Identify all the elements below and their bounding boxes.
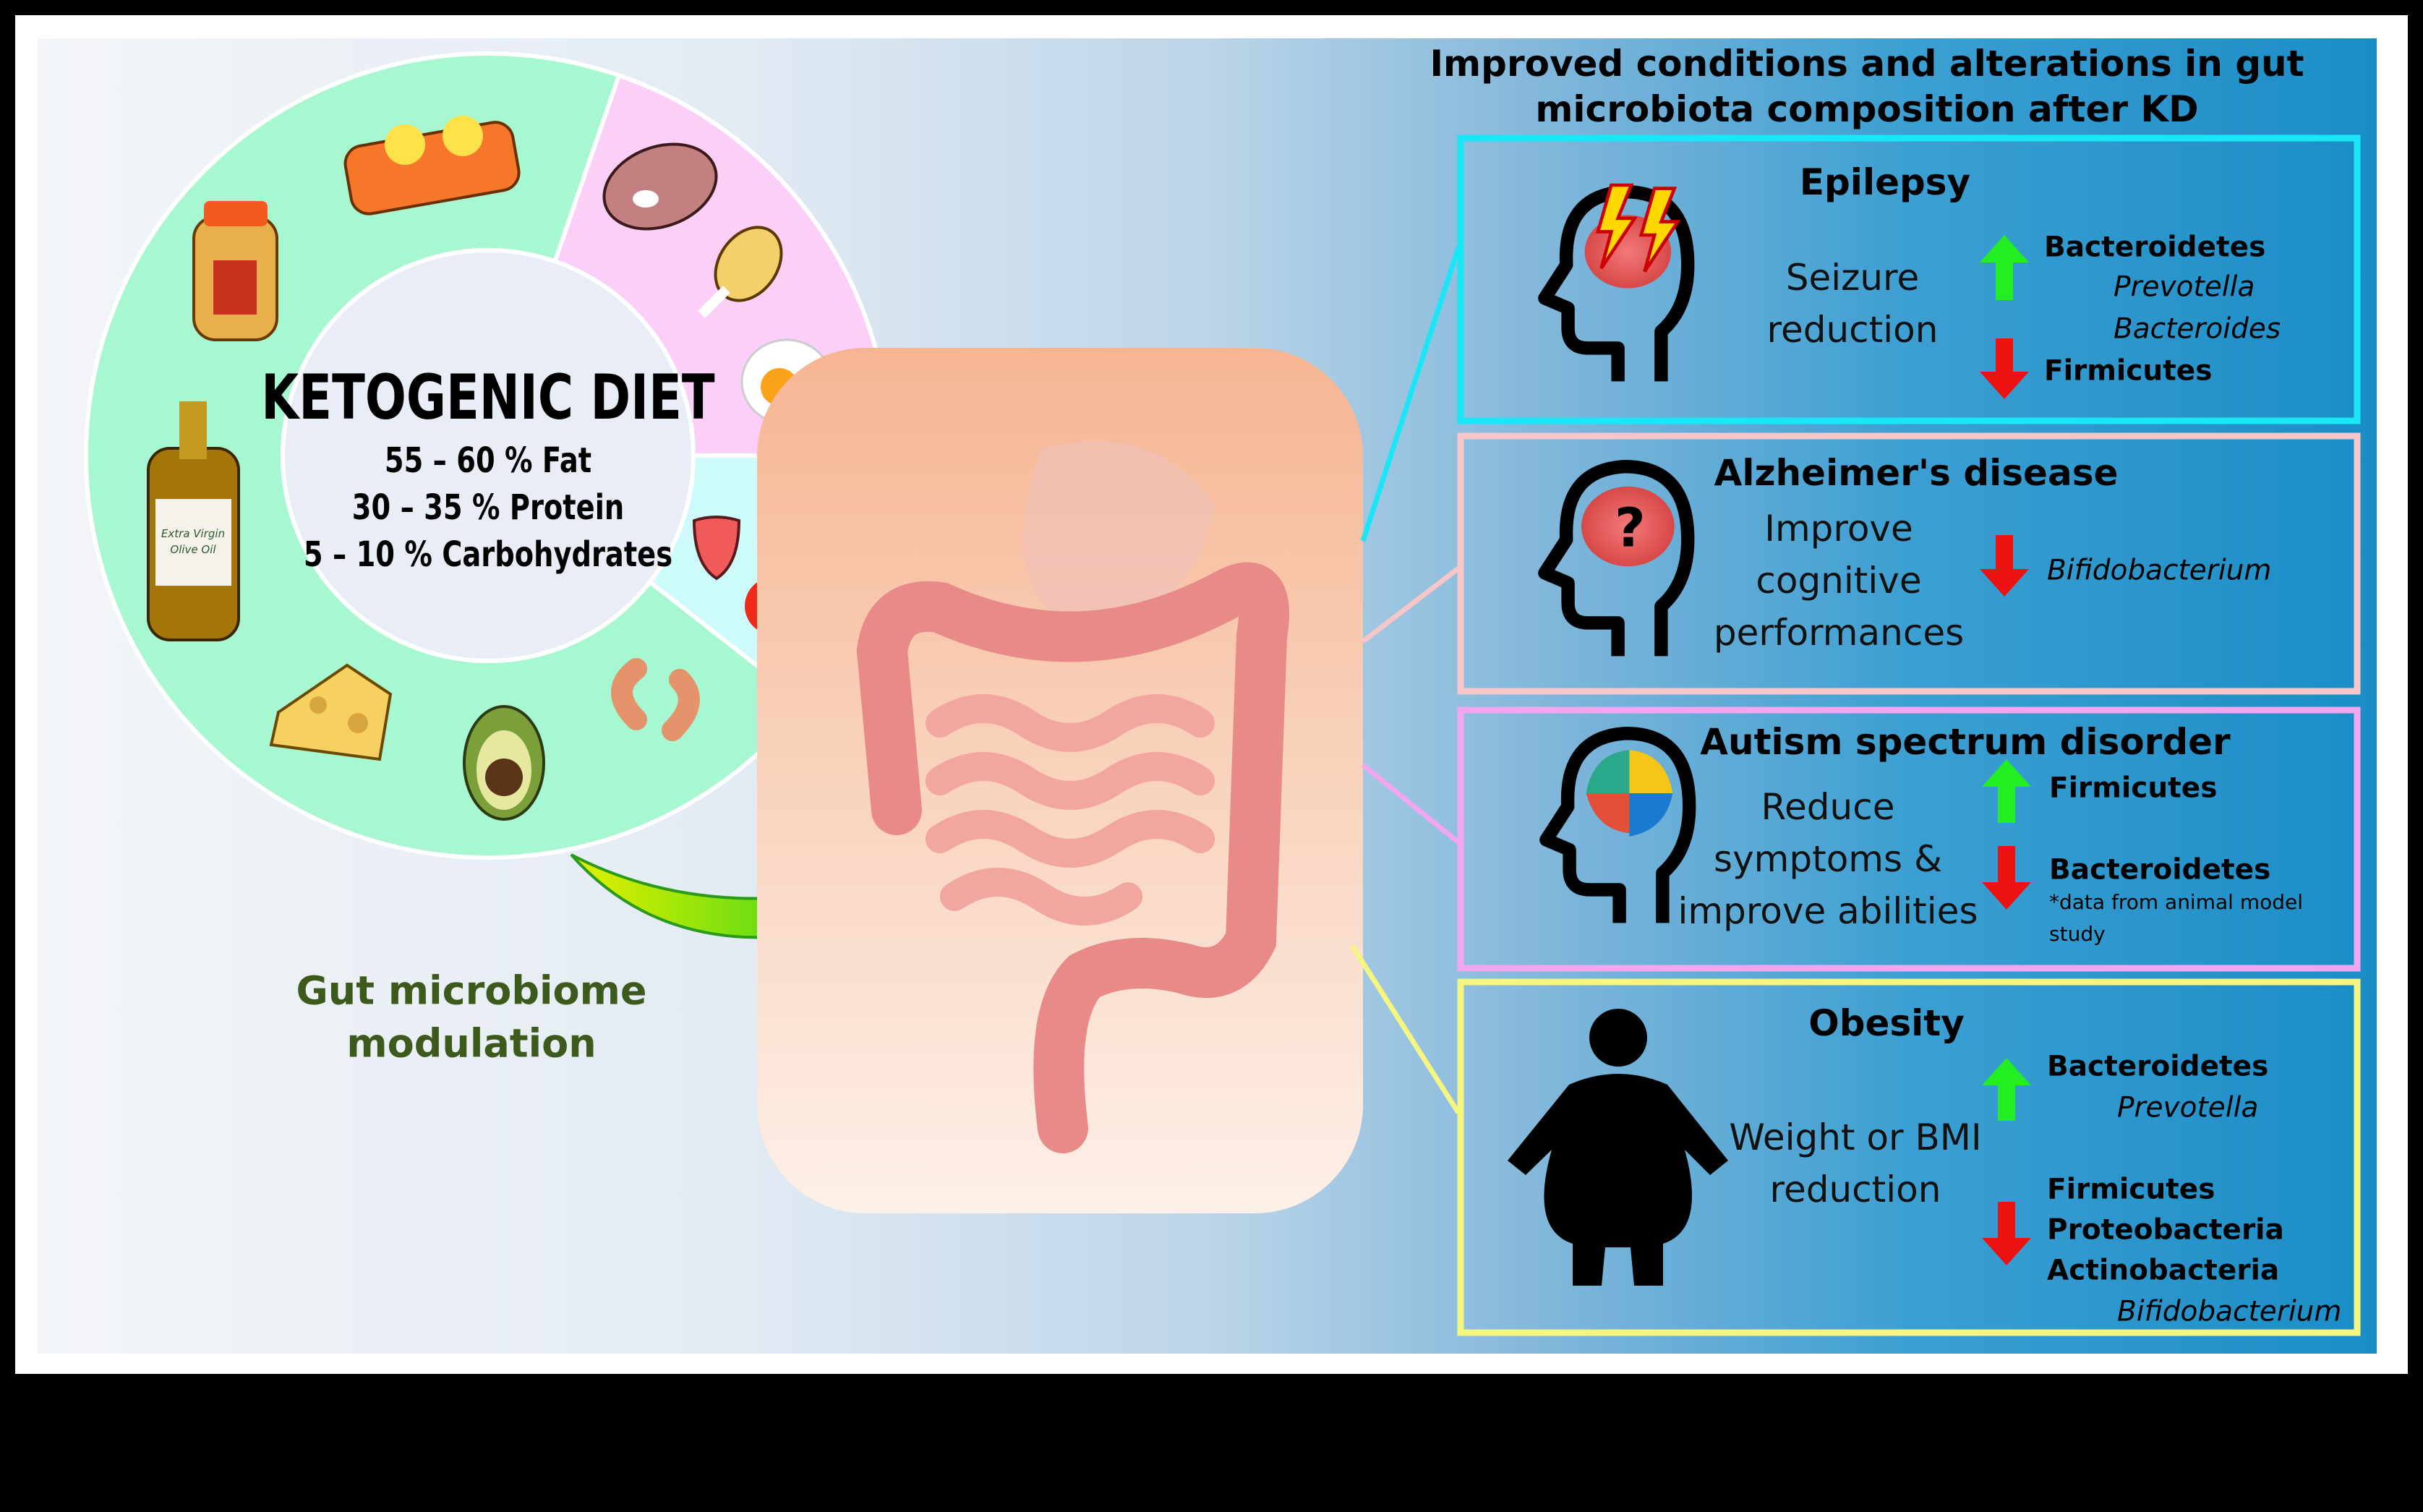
oil-label-1: Extra Virgin: [161, 527, 226, 540]
taxon-down: Proteobacteria: [2047, 1213, 2284, 1247]
obesity-box: [1457, 978, 2361, 1336]
taxon-down: Bifidobacterium: [2047, 554, 2272, 587]
steak-icon: [602, 142, 718, 231]
chicken-leg-icon: [698, 226, 783, 318]
head-question-icon: ?: [1544, 466, 1688, 656]
donut-center: [281, 248, 696, 663]
jar-icon: [192, 201, 278, 341]
obesity-title: Obesity: [1808, 1002, 1965, 1044]
taxon-up: Prevotella: [2117, 1091, 2259, 1124]
olive-oil-bottle-icon: [147, 401, 240, 641]
taxon-up: Prevotella: [2114, 270, 2255, 304]
epilepsy-box: [1457, 134, 2361, 424]
taxon-up: Firmicutes: [2049, 772, 2218, 805]
cashew-icon: [611, 658, 700, 741]
heading-line-2: microbiota composition after KD: [1535, 88, 2199, 130]
taxon-down: Firmicutes: [2044, 354, 2213, 388]
epilepsy-title: Epilepsy: [1799, 161, 1971, 203]
taxon-up: Bacteroidetes: [2044, 231, 2266, 264]
strawberry-icon: [692, 516, 741, 581]
taxon-down: Bifidobacterium: [2117, 1295, 2342, 1328]
taxon-down: Actinobacteria: [2047, 1254, 2280, 1287]
cheese-icon: [269, 663, 393, 761]
taxon-down: Firmicutes: [2047, 1173, 2215, 1206]
diet-title: KETOGENIC DIET: [261, 362, 715, 434]
head-puzzle-icon: [1546, 733, 1689, 923]
heading-line-1: Improved conditions and alterations in g…: [1430, 43, 2304, 85]
autism-title: Autism spectrum disorder: [1700, 721, 2231, 763]
obesity-silhouette-icon: [1508, 1009, 1728, 1286]
macro-fat: 55 – 60 % Fat: [384, 440, 592, 481]
modulation-label-2: modulation: [346, 1020, 597, 1067]
modulation-label-1: Gut microbiome: [296, 968, 647, 1014]
autism-box: [1457, 706, 2361, 972]
intestine-illustration: [856, 441, 1289, 1153]
up-arrow-icon: [1982, 759, 2031, 823]
svg-text:?: ?: [1615, 498, 1646, 560]
down-arrow-icon: [1982, 846, 2031, 910]
trend-arrows: [1980, 235, 2031, 1265]
avocado-icon: [463, 705, 545, 821]
head-lightning-icon: [1544, 183, 1688, 381]
oil-label-2: Olive Oil: [170, 543, 216, 556]
down-arrow-icon: [1982, 1202, 2031, 1265]
macro-protein: 30 – 35 % Protein: [351, 487, 625, 528]
down-arrow-icon: [1980, 338, 2029, 399]
salmon-icon: [343, 116, 521, 215]
down-arrow-icon: [1980, 535, 2029, 597]
alzheimers-box: [1457, 432, 2361, 695]
macro-carbohydrates: 5 – 10 % Carbohydrates: [303, 534, 673, 575]
taxon-down: Bacteroidetes: [2049, 853, 2271, 887]
taxon-up: Bacteroides: [2114, 312, 2281, 346]
food-icons: [147, 116, 839, 821]
alzheimers-title: Alzheimer's disease: [1714, 452, 2119, 494]
up-arrow-icon: [1982, 1058, 2031, 1121]
up-arrow-icon: [1980, 235, 2029, 300]
taxon-up: Bacteroidetes: [2047, 1050, 2269, 1083]
